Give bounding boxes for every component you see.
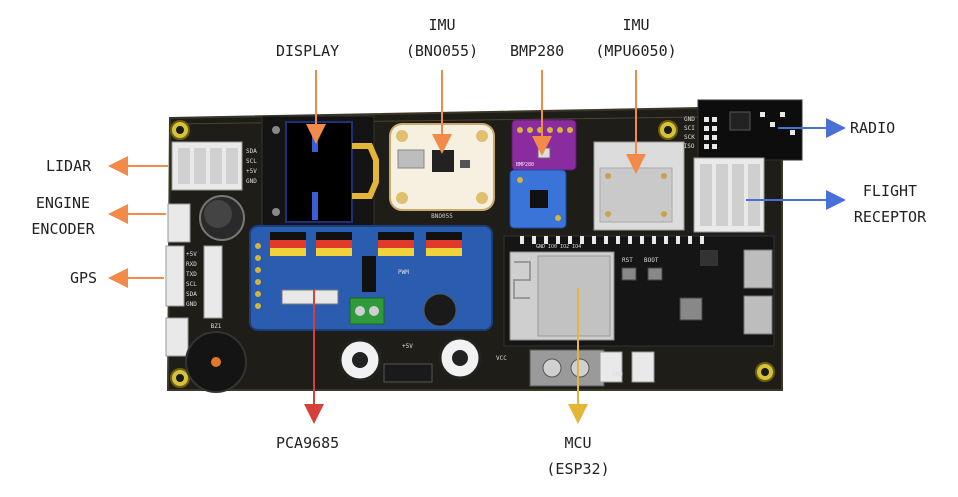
radio-pin-label: GND: [684, 116, 695, 123]
bno055-silkscreen: BNO055: [431, 213, 453, 220]
label-engine-encoder: ENGINE ENCODER: [18, 190, 108, 242]
gps-pin-label: RXD: [186, 261, 197, 268]
gps-pin-label: TXD: [186, 271, 197, 278]
radio-pin-label: SCI: [684, 125, 695, 132]
p5v-label: +5V: [402, 343, 413, 350]
lidar-pin-label: SDA: [246, 148, 257, 155]
gnd-label: GND: [612, 371, 623, 378]
buzzer-label: BZ1: [211, 323, 222, 330]
oled-display: [262, 116, 376, 226]
flight-receptor-connector: [694, 158, 764, 232]
label-imu-bno055-line2: (BNO055): [392, 38, 492, 64]
label-mcu-esp32-line1: MCU: [528, 430, 628, 456]
label-engine-encoder-line2: ENCODER: [18, 216, 108, 242]
pca9685-board: PWM: [250, 226, 492, 330]
label-display: DISPLAY: [276, 38, 339, 64]
vcc-label: VCC: [496, 355, 507, 362]
label-flight-receptor-line2: RECEPTOR: [838, 204, 942, 230]
lidar-pin-label: GND: [246, 178, 257, 185]
rst-label: RST: [622, 257, 633, 264]
bmp280-board: BMP280: [512, 120, 576, 170]
label-radio: RADIO: [850, 115, 895, 141]
label-gps: GPS: [70, 265, 97, 291]
radio-pin-label: SCK: [684, 134, 695, 141]
label-flight-receptor-line1: FLIGHT: [838, 178, 942, 204]
bmp280-silkscreen: BMP280: [516, 162, 534, 168]
label-imu-bno055-line1: IMU: [392, 12, 492, 38]
gps-pin-label: SDA: [186, 291, 197, 298]
label-imu-bno055: IMU (BNO055): [392, 12, 492, 64]
label-pca9685: PCA9685: [276, 430, 339, 456]
blue-sensor-board: [510, 170, 566, 228]
lidar-pin-label: +5V: [246, 168, 257, 175]
label-imu-mpu6050-line2: (MPU6050): [584, 38, 688, 64]
label-mcu-esp32-line2: (ESP32): [528, 456, 628, 482]
esp32-module: RST BOOT GND IO0 IO2 IO4: [504, 236, 774, 346]
label-lidar: LIDAR: [46, 153, 91, 179]
radio-module: GND SCI SCK MISO: [680, 100, 802, 160]
gps-pin-label: GND: [186, 301, 197, 308]
label-imu-mpu6050-line1: IMU: [584, 12, 688, 38]
gps-pin-label: +5V: [186, 251, 197, 258]
label-mcu-esp32: MCU (ESP32): [528, 430, 628, 482]
lidar-pin-label: SCL: [246, 158, 257, 165]
boot-label: BOOT: [644, 257, 659, 264]
label-bmp280: BMP280: [510, 38, 564, 64]
mpu6050-board: [594, 142, 684, 230]
label-engine-encoder-line1: ENGINE: [18, 190, 108, 216]
mcu-pin-labels: GND IO0 IO2 IO4: [536, 244, 581, 250]
pca-pwm-label: PWM: [398, 269, 409, 276]
gps-pin-label: SCL: [186, 281, 197, 288]
label-imu-mpu6050: IMU (MPU6050): [584, 12, 688, 64]
label-flight-receptor: FLIGHT RECEPTOR: [838, 178, 942, 230]
